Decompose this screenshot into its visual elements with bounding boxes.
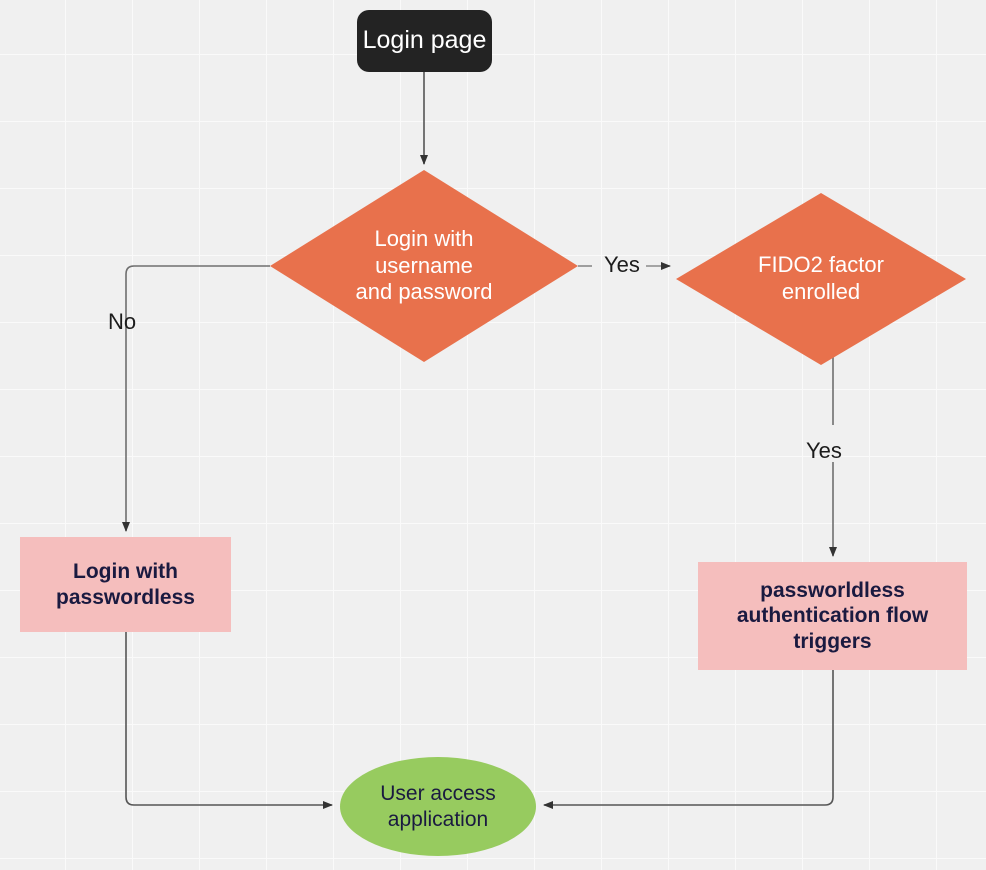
node-login-page-label: Login page <box>362 26 487 55</box>
edge-label-no-to-passwordless: No <box>108 309 137 334</box>
node-user-access-application[interactable]: User access application <box>340 757 536 856</box>
edge-label-yes-to-flow: Yes <box>806 438 842 463</box>
edge-flow-to-app <box>543 670 834 809</box>
node-login-with-username-and-password-label: Login with username and password <box>355 225 493 305</box>
node-login-page[interactable]: Login page <box>357 10 492 72</box>
edge-label-yes-to-fido2: Yes <box>604 252 640 277</box>
node-user-access-application-label: User access application <box>380 781 496 831</box>
node-login-with-passwordless[interactable]: Login with passwordless <box>20 537 231 632</box>
node-fido2-factor-enrolled-label: FIDO2 factor enrolled <box>758 252 884 304</box>
node-fido2-factor-enrolled[interactable]: FIDO2 factor enrolled <box>676 193 966 365</box>
node-login-with-username-and-password[interactable]: Login with username and password <box>270 170 578 362</box>
edge-decision-no-passwordless <box>122 265 270 532</box>
node-passwordless-authentication-flow-triggers[interactable]: passworldless authentication flow trigge… <box>698 562 967 670</box>
edge-passwordless-to-app <box>125 632 333 809</box>
node-passwordless-authentication-flow-triggers-label: passworldless authentication flow trigge… <box>736 578 929 653</box>
node-login-with-passwordless-label: Login with passwordless <box>56 559 195 609</box>
